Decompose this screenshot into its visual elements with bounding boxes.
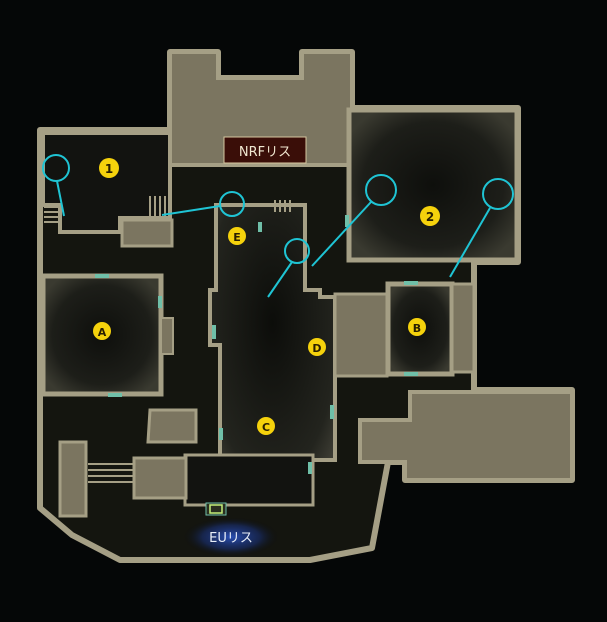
eu-spawn-marker: EUリス [183, 502, 279, 557]
lower-left-blocks [58, 408, 198, 518]
nrf-spawn-label: NRFリス [239, 145, 291, 160]
site-marker-e[interactable]: E [228, 227, 246, 245]
svg-text:E: E [233, 231, 241, 244]
svg-text:1: 1 [105, 162, 113, 176]
room-2 [346, 107, 520, 263]
floor-marker-2[interactable]: 2 [420, 206, 440, 226]
stairs-icon [44, 196, 291, 483]
floor-marker-1[interactable]: 1 [99, 158, 119, 178]
nrf-spawn-marker: NRFリス [223, 136, 307, 164]
exit-door-icon [209, 504, 223, 514]
circle-pointer-icon[interactable] [161, 191, 245, 217]
svg-text:D: D [312, 342, 321, 355]
svg-text:2: 2 [426, 210, 434, 224]
svg-text:A: A [98, 326, 107, 339]
lower-right-block [358, 390, 574, 482]
door-markers [95, 215, 418, 474]
svg-text:B: B [413, 322, 421, 335]
eu-spawn-label: EUリス [209, 531, 253, 546]
circle-pointer-icon[interactable] [311, 174, 397, 267]
site-marker-d[interactable]: D [308, 338, 326, 356]
circle-pointer-icon[interactable] [267, 238, 310, 298]
circle-pointer-icon[interactable] [449, 178, 514, 278]
circle-pointer-icon[interactable] [42, 154, 70, 217]
room-b [333, 281, 476, 378]
site-marker-b[interactable]: B [408, 318, 426, 336]
room-1 [41, 131, 174, 248]
site-marker-a[interactable]: A [93, 322, 111, 340]
site-marker-c[interactable]: C [257, 417, 275, 435]
svg-text:C: C [262, 421, 270, 434]
